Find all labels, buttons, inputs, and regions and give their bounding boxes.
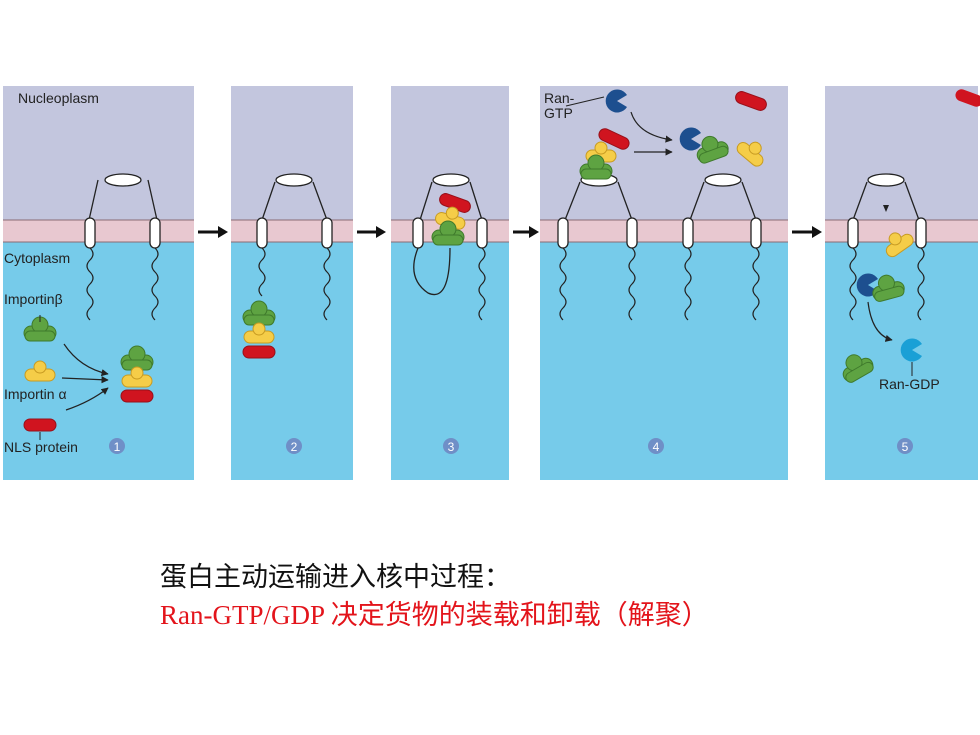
- arrow-4-to-5: [792, 226, 822, 238]
- edge-nls-protein-icon: [955, 89, 980, 107]
- ran-gtp-label: Ran-: [544, 90, 575, 106]
- panel-3: 3: [391, 86, 509, 480]
- svg-text:1: 1: [114, 440, 121, 454]
- arrow-2-to-3: [357, 226, 386, 238]
- svg-text:4: 4: [653, 440, 660, 454]
- ran-gdp-label: Ran-GDP: [879, 376, 940, 392]
- arrow-1-to-2: [198, 226, 228, 238]
- step-4-badge: [648, 438, 664, 454]
- panel-1: Nucleoplasm Cytoplasm Importinβ Importin…: [3, 86, 194, 480]
- svg-text:3: 3: [448, 440, 455, 454]
- nls-protein-label: NLS protein: [4, 439, 78, 455]
- svg-text:5: 5: [902, 440, 909, 454]
- nucleoplasm-label: Nucleoplasm: [18, 90, 99, 106]
- panel-5: Ran-GDP 5: [825, 86, 980, 480]
- importin-alpha-label: Importin α: [4, 386, 67, 402]
- importin-beta-label: Importinβ: [4, 291, 63, 307]
- step-5-badge: [897, 438, 913, 454]
- nls-protein-icon: [23, 418, 57, 432]
- panel-2: 2: [231, 86, 353, 480]
- panel-4: Ran- GTP 4: [540, 86, 788, 480]
- step-2-badge: [286, 438, 302, 454]
- nuclear-import-diagram: Nucleoplasm Cytoplasm Importinβ Importin…: [3, 86, 980, 480]
- caption-title: 蛋白主动运输进入核中过程：: [160, 562, 511, 593]
- step-3-badge: [443, 438, 459, 454]
- cytoplasm-label: Cytoplasm: [4, 250, 70, 266]
- svg-text:2: 2: [291, 440, 298, 454]
- arrow-3-to-4: [513, 226, 539, 238]
- caption-subtitle: Ran-GTP/GDP 决定货物的装载和卸载（解聚）: [160, 600, 709, 630]
- ran-gtp-label-2: GTP: [544, 105, 573, 121]
- step-1-badge: [109, 438, 125, 454]
